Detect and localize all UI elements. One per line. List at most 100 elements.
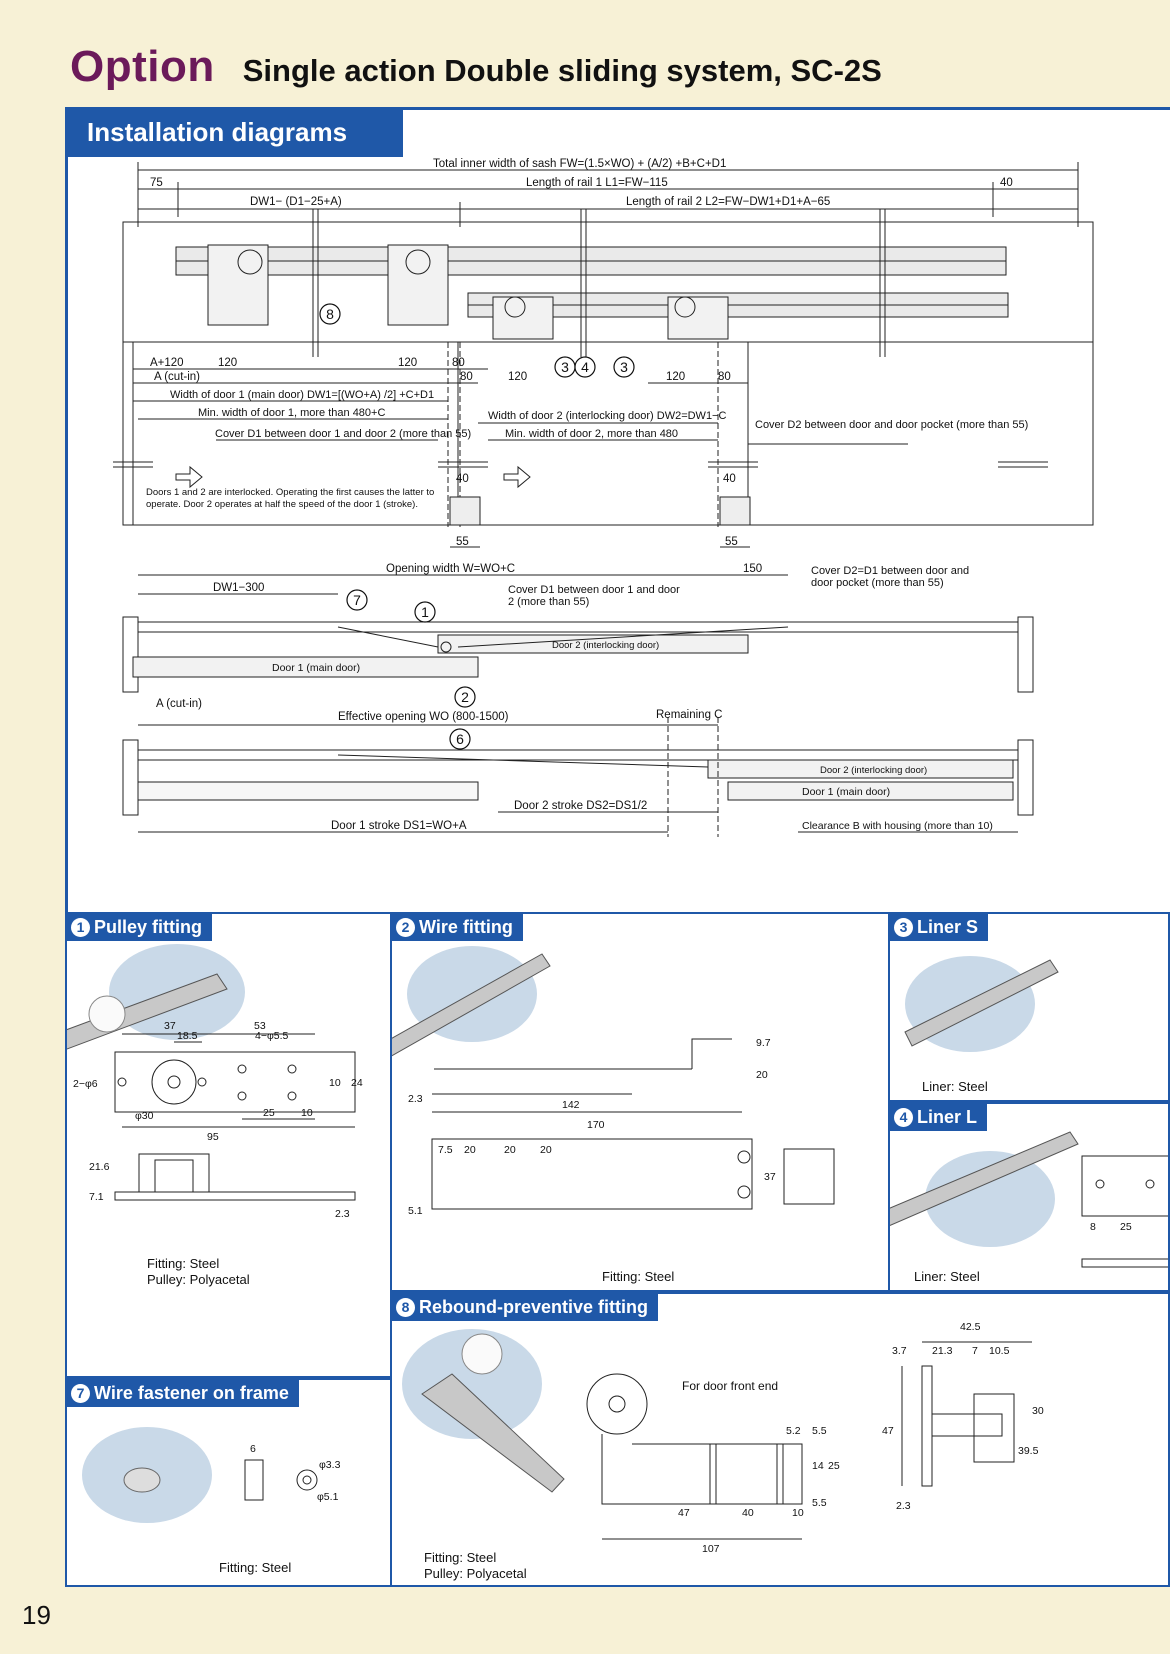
- page-title: Single action Double sliding system, SC-…: [242, 53, 882, 88]
- dim-clearance: Clearance B with housing (more than 10): [802, 820, 993, 832]
- callout-1: 1: [421, 604, 429, 620]
- page-header: Option Single action Double sliding syst…: [70, 42, 882, 92]
- dim-2-3: 2.3: [335, 1208, 350, 1220]
- liner-l-drawing: 8 25: [890, 1131, 1168, 1268]
- dim-55b: 55: [725, 536, 738, 548]
- dim-47b: 47: [882, 1425, 894, 1437]
- dim-25: 25: [828, 1460, 840, 1472]
- pulley-fitting-drawing: 37 53 18.5 4−φ5.5 2−φ6 φ30 10 24 25 10 9…: [67, 944, 363, 1220]
- dim-6: 6: [250, 1443, 256, 1455]
- option-label: Option: [70, 42, 215, 91]
- cover-d2-note: Cover D2=D1 between door and door pocket…: [811, 565, 970, 589]
- panel-number: 3: [894, 918, 913, 937]
- dim-75: 75: [150, 177, 163, 189]
- dim-remaining: Remaining C: [656, 709, 722, 721]
- dim-20: 20: [756, 1069, 768, 1081]
- label-door2: Door 2 (interlocking door): [552, 640, 659, 651]
- dim-39-5: 39.5: [1018, 1445, 1039, 1457]
- cover-d1-note: Cover D1 between door 1 and door 2 (more…: [508, 584, 680, 608]
- material-line: Fitting: Steel: [147, 1256, 220, 1271]
- dim-7-1: 7.1: [89, 1191, 104, 1203]
- dim-a-cutin: A (cut-in): [154, 371, 200, 383]
- pulley-material: Fitting: Steel Pulley: Polyacetal: [147, 1256, 250, 1288]
- dim-5-5b: 5.5: [812, 1497, 827, 1509]
- dim-120b: 120: [398, 357, 417, 369]
- dim-stroke2: Door 2 stroke DS2=DS1/2: [514, 800, 647, 812]
- callout-6: 6: [456, 731, 464, 747]
- dim-total-width: Total inner width of sash FW=(1.5×WO) + …: [433, 158, 726, 170]
- dim-25: 25: [1120, 1221, 1132, 1233]
- dim-dw1: Width of door 1 (main door) DW1=[(WO+A) …: [170, 389, 434, 401]
- dim-2-3: 2.3: [896, 1500, 911, 1512]
- panel-number: 8: [396, 1298, 415, 1317]
- dim-21-6: 21.6: [89, 1161, 110, 1173]
- dim-rail1: Length of rail 1 L1=FW−115: [526, 177, 668, 189]
- material-line: Fitting: Steel: [602, 1269, 675, 1284]
- dim-cover-d1: Cover D1 between door 1 and door 2 (more…: [215, 428, 471, 440]
- callout-3a: 3: [561, 359, 569, 375]
- material-line: Fitting: Steel: [424, 1550, 497, 1565]
- material-line: Liner: Steel: [914, 1269, 980, 1284]
- dim-120c: 120: [508, 371, 527, 383]
- label-door1: Door 1 (main door): [272, 662, 360, 674]
- material-line: Pulley: Polyacetal: [147, 1272, 250, 1287]
- dim-3-7: 3.7: [892, 1345, 907, 1357]
- dim-phi-30: φ30: [135, 1110, 154, 1122]
- panel-title: Wire fitting: [419, 917, 513, 937]
- dim-opening-width: Opening width W=WO+C: [386, 563, 515, 575]
- dim-dw1-300: DW1−300: [213, 582, 264, 594]
- dim-phi-5-1: φ5.1: [317, 1491, 339, 1503]
- rebound-fitting-drawing: For door front end 5.2 5.5 14 25 5.5 47 …: [402, 1321, 1044, 1555]
- dim-55a: 55: [456, 536, 469, 548]
- dim-30: 30: [1032, 1405, 1044, 1417]
- dim-min-w2: Min. width of door 2, more than 480: [505, 428, 678, 440]
- dim-a120: A+120: [150, 357, 184, 369]
- dim-53: 53: [254, 1020, 266, 1032]
- dim-80a: 80: [452, 357, 465, 369]
- wire-fitting-material: Fitting: Steel: [602, 1269, 674, 1285]
- wire-fitting-drawing: 9.7 20 2.3 142 170 7.5 20 20 20 5.1 37: [392, 946, 835, 1217]
- dim-10: 10: [792, 1507, 804, 1519]
- dim-170: 170: [587, 1119, 605, 1131]
- dim-37: 37: [764, 1171, 776, 1183]
- dim-40: 40: [742, 1507, 754, 1519]
- dim-cover-d2: Cover D2 between door and door pocket (m…: [755, 419, 1028, 431]
- material-line: Pulley: Polyacetal: [424, 1566, 527, 1581]
- panel-number: 2: [396, 918, 415, 937]
- dim-rail2: Length of rail 2 L2=FW−DW1+D1+A−65: [626, 196, 830, 208]
- dim-effective: Effective opening WO (800-1500): [338, 711, 509, 723]
- label-door1b: Door 1 (main door): [802, 786, 890, 798]
- dim-40: 40: [1000, 177, 1013, 189]
- panel-number: 4: [894, 1108, 913, 1127]
- liner-s-material: Liner: Steel: [922, 1079, 988, 1095]
- dim-phi-3-3: φ3.3: [319, 1459, 341, 1471]
- rebound-material: Fitting: Steel Pulley: Polyacetal: [424, 1550, 527, 1582]
- dim-80b: 80: [718, 371, 731, 383]
- installation-diagram: 8 3 4 3 1 7 2 6 Total inner width of sas…: [113, 158, 1094, 837]
- panel-number: 1: [71, 918, 90, 937]
- wire-fastener-drawing: 6 φ3.3 φ5.1: [82, 1427, 341, 1523]
- dim-24: 24: [351, 1077, 363, 1089]
- dim-5-1: 5.1: [408, 1205, 423, 1217]
- dim-20a: 20: [464, 1144, 476, 1156]
- callout-3b: 3: [620, 359, 628, 375]
- dim-10: 10: [329, 1077, 341, 1089]
- panel-title: Wire fastener on frame: [94, 1383, 289, 1403]
- dim-5-2: 5.2: [786, 1425, 801, 1437]
- dim-stroke1: Door 1 stroke DS1=WO+A: [331, 820, 467, 832]
- liner-l-material: Liner: Steel: [914, 1269, 980, 1285]
- dim-40b: 40: [456, 473, 469, 485]
- dim-a-cutin-2: A (cut-in): [156, 698, 202, 710]
- dim-120d: 120: [666, 371, 685, 383]
- dim-dw2: Width of door 2 (interlocking door) DW2=…: [488, 410, 726, 422]
- dim-7-5: 7.5: [438, 1144, 453, 1156]
- dim-7: 7: [972, 1345, 978, 1357]
- dim-95: 95: [207, 1131, 219, 1143]
- panel-title: Liner S: [917, 917, 979, 937]
